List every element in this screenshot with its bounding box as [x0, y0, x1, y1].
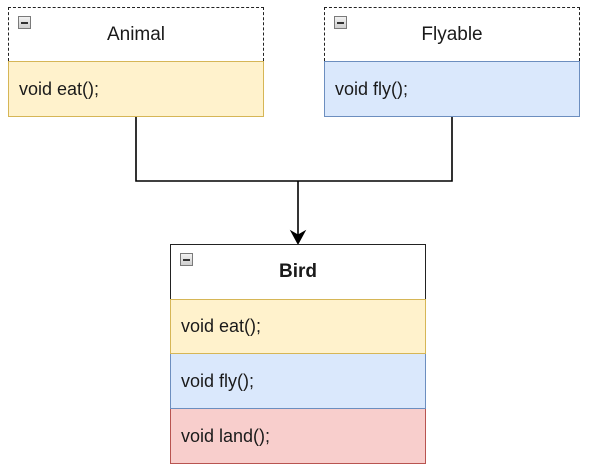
bird-method-land[interactable]: void land(); — [170, 409, 426, 464]
bird-method-eat[interactable]: void eat(); — [170, 299, 426, 354]
bird-method-fly[interactable]: void fly(); — [170, 354, 426, 409]
class-bird[interactable]: Bird void eat(); void fly(); void land()… — [170, 244, 426, 464]
class-flyable-name: Flyable — [421, 23, 483, 45]
flyable-method-fly[interactable]: void fly(); — [324, 61, 580, 117]
class-flyable-header[interactable]: Flyable — [324, 7, 580, 61]
collapse-icon[interactable] — [18, 16, 31, 29]
class-animal-name: Animal — [106, 23, 166, 45]
collapse-icon[interactable] — [180, 253, 193, 266]
collapse-icon[interactable] — [334, 16, 347, 29]
class-animal[interactable]: Animal void eat(); — [8, 7, 264, 117]
animal-method-eat[interactable]: void eat(); — [8, 61, 264, 117]
flyable-connector — [298, 117, 453, 182]
class-animal-header[interactable]: Animal — [8, 7, 264, 61]
class-bird-name: Bird — [279, 261, 317, 282]
class-bird-header[interactable]: Bird — [170, 244, 426, 299]
inheritance-arrowhead — [289, 229, 307, 246]
animal-connector — [135, 117, 298, 182]
class-flyable[interactable]: Flyable void fly(); — [324, 7, 580, 117]
